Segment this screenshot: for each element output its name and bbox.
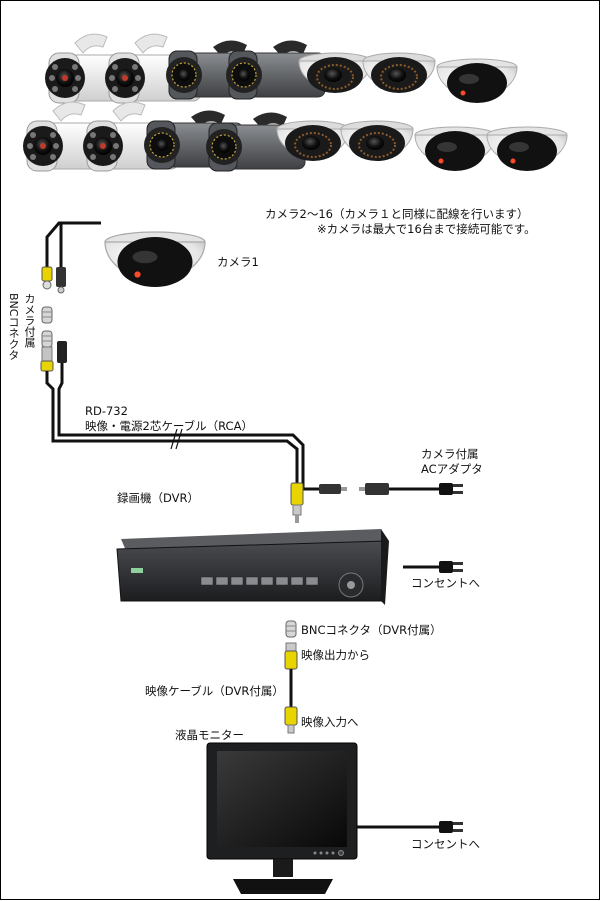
dvr-power-plug [439,561,463,573]
monitor-power-plug [439,821,463,833]
adapter-label-line1: カメラ付属 [421,447,479,461]
video-out-label: 映像出力から [301,648,370,662]
camera-dc-jack [56,267,66,294]
dc-connector [319,483,389,495]
dvr-input-rca [290,482,304,523]
ac-adapter-plug [439,483,463,495]
camera-bnc-label-line2: BNCコネクタ [7,293,20,361]
rd732-cable [45,371,299,483]
monitor-outlet-label: コンセントへ [411,837,480,851]
camera-bnc-label-line1: カメラ付属 [23,293,36,348]
dvr-bnc-connector [285,620,297,638]
video-cable-label: 映像ケーブル（DVR付属） [145,684,284,698]
video-in-rca [284,706,298,734]
dvr-bnc-label: BNCコネクタ（DVR付属） [301,623,442,637]
cable-desc-label: 映像・電源2芯ケーブル（RCA） [85,419,253,433]
dvr-label: 録画機（DVR） [117,491,200,505]
camera-1 [104,231,206,288]
dvr-unit [116,529,389,605]
camera-pigtail [45,221,101,269]
camera1-label: カメラ1 [217,255,259,269]
monitor-label: 液晶モニター [175,728,244,742]
dvr-outlet-label: コンセントへ [411,576,480,590]
cable-model-label: RD-732 [85,404,128,418]
adapter-label-line2: ACアダプタ [421,462,483,476]
camera-bnc-connector [41,306,53,324]
lcd-monitor [206,742,358,894]
cameras-note-line2: ※カメラは最大で16台まで接続可能です。 [317,222,536,236]
cameras-note-line1: カメラ2〜16（カメラ１と同様に配線を行います） [265,207,529,221]
video-out-rca [284,642,298,670]
video-in-label: 映像入力へ [301,715,359,729]
camera-group [22,33,568,172]
camera-rca-video [41,266,53,290]
